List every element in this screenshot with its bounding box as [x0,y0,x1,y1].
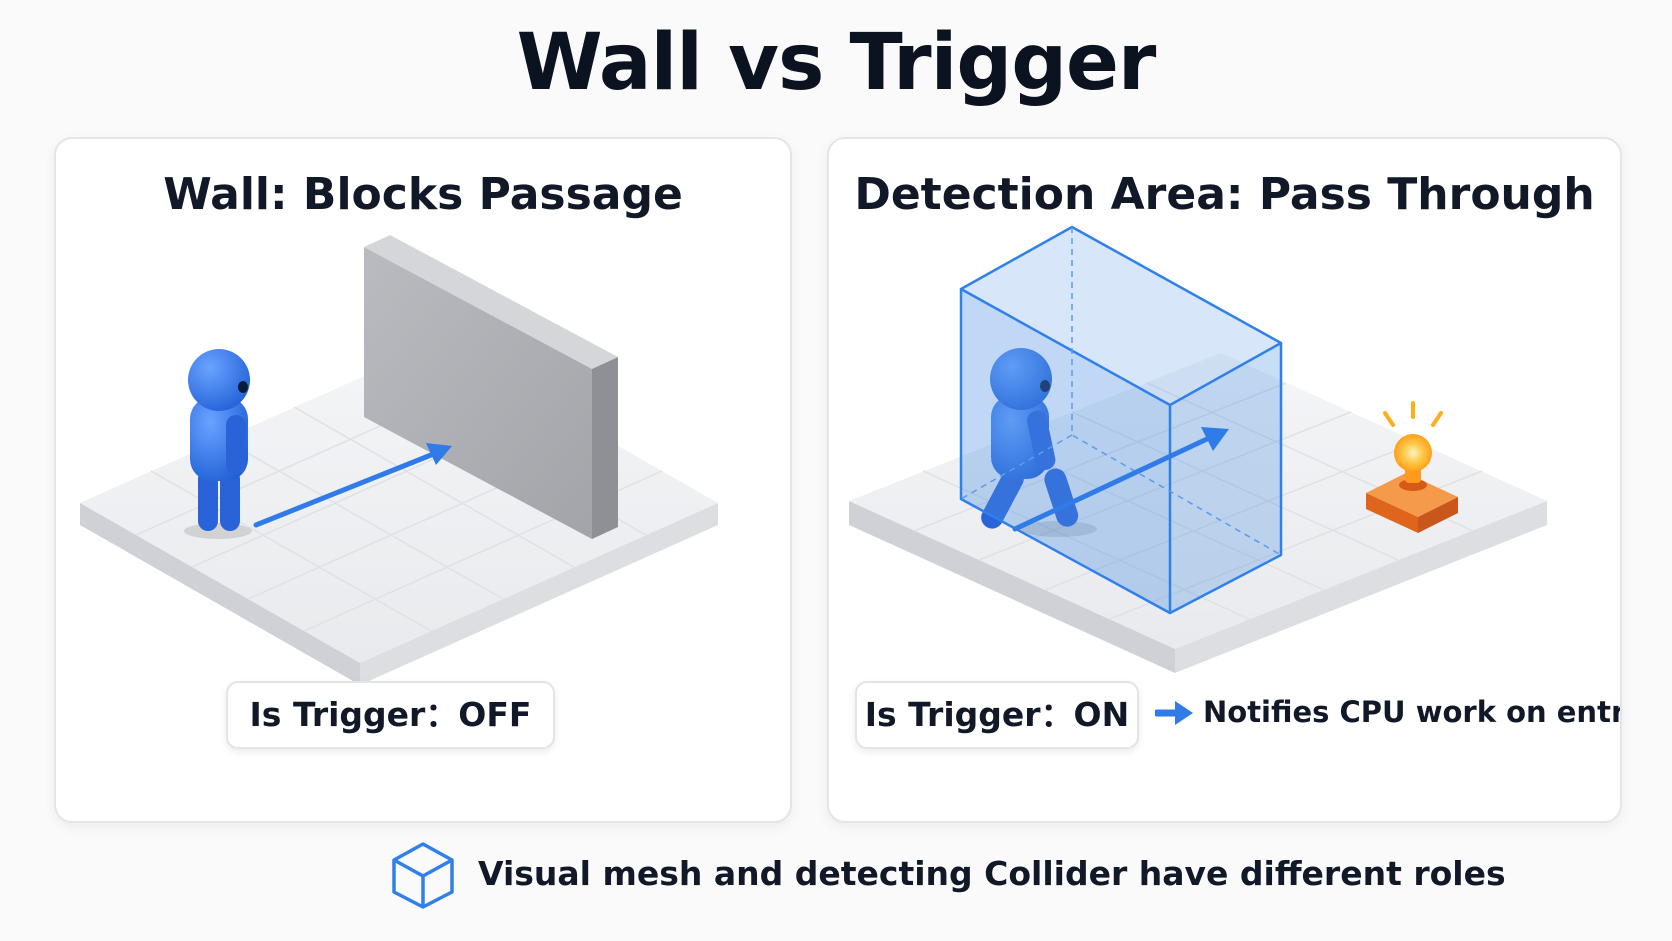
alarm-light-icon [1366,401,1458,533]
wall-panel: Wall: Blocks Passage [54,137,792,823]
floor-tile [849,353,1547,673]
trigger-panel: Detection Area: Pass Through [827,137,1622,823]
trigger-scene [849,225,1547,673]
is-trigger-on-badge: Is Trigger：ON [855,681,1139,749]
arrow-right-icon [1155,701,1193,725]
movement-arrow [1012,427,1229,532]
cube-icon [392,842,454,909]
movement-arrow [253,443,452,528]
footer-text: Visual mesh and detecting Collider have … [478,854,1506,893]
trigger-volume-box [959,225,1283,615]
wall-block [364,235,618,539]
wall-panel-heading: Wall: Blocks Passage [163,169,683,220]
trigger-notification-note: Notifies CPU work on entry [1203,695,1622,729]
footer-caption: Visual mesh and detecting Collider have … [0,840,1672,910]
character-figure [981,348,1097,537]
page-title: Wall vs Trigger [516,18,1157,108]
is-trigger-off-badge: Is Trigger：OFF [226,681,555,749]
trigger-panel-heading: Detection Area: Pass Through [854,169,1595,220]
character-figure [184,349,252,539]
wall-scene [80,235,718,685]
